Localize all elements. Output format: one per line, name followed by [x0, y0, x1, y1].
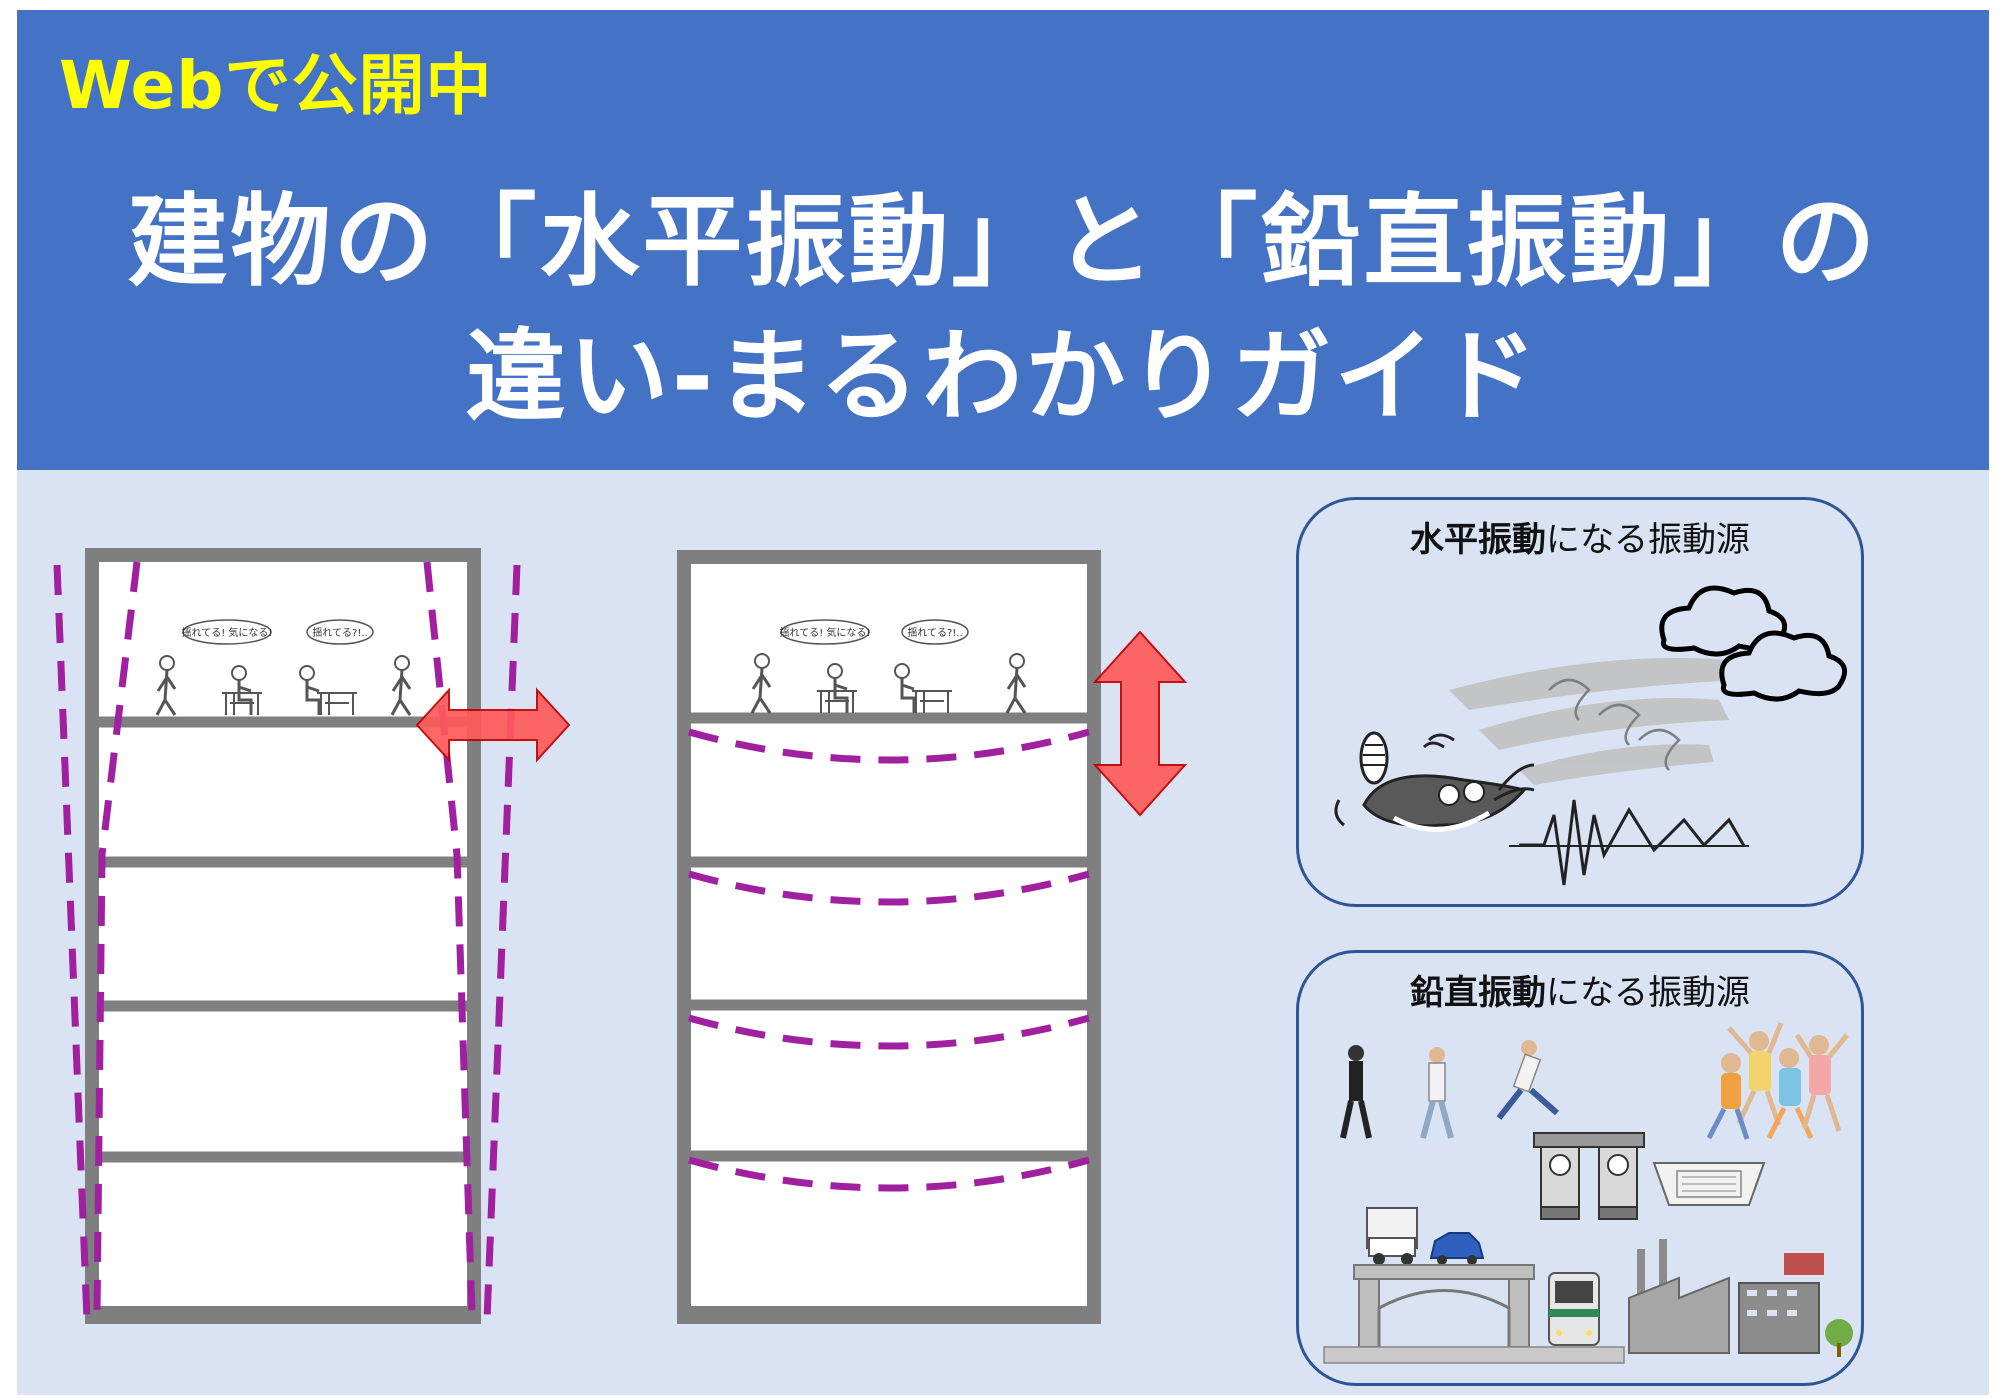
page-title-line-1: 建物の「水平振動」と「鉛直振動」の	[127, 183, 1879, 300]
speech-bubble-text-4: 揺れてる?!..	[907, 627, 962, 639]
vertical-sources-title: 鉛直振動になる振動源	[1299, 965, 1861, 1014]
wind-icon	[1449, 658, 1744, 785]
vertical-sources-title-bold: 鉛直振動	[1410, 973, 1546, 1013]
building-horizontal: 揺れてる! 気になる! 揺れてる?!..	[53, 548, 571, 1324]
horizontal-sources-box: 水平振動になる振動源	[1296, 497, 1864, 907]
machinery-icon	[1533, 1132, 1645, 1220]
vertical-arrow-icon	[1092, 630, 1188, 817]
horizontal-deformation-lines	[53, 561, 521, 1321]
horizontal-arrow-icon	[415, 687, 571, 763]
horizontal-sources-art	[1334, 585, 1848, 886]
header-banner: Webで公開中 建物の「水平振動」と「鉛直振動」の 違い-まるわかりガイド	[17, 10, 1989, 470]
wind-swirl-lines	[1548, 678, 1681, 771]
vertical-sources-art	[1323, 1022, 1853, 1364]
walking-people-icon	[1340, 1040, 1559, 1139]
car-icon	[1429, 1232, 1485, 1265]
building-vertical: 揺れてる! 気になる! 揺れてる?!..	[677, 550, 1188, 1324]
vertical-sources-box: 鉛直振動になる振動源	[1296, 950, 1864, 1386]
vertical-deformation-lines	[688, 728, 1090, 1192]
truck-icon	[1366, 1207, 1418, 1265]
speech-bubble-text-3: 揺れてる! 気になる!	[780, 626, 871, 639]
dancing-crowd-icon	[1706, 1022, 1849, 1140]
page-title-line-2: 違い-まるわかりガイド	[465, 318, 1541, 435]
train-icon	[1548, 1272, 1600, 1346]
diagram-panel: 揺れてる! 気になる! 揺れてる?!..	[17, 470, 1989, 1395]
seismic-wave-icon	[1509, 799, 1749, 886]
cloud-icon	[1659, 585, 1848, 702]
web-published-badge: Webで公開中	[59, 47, 493, 124]
office-scene	[155, 619, 412, 717]
horizontal-sources-title: 水平振動になる振動源	[1299, 512, 1861, 561]
horizontal-sources-title-bold: 水平振動	[1410, 520, 1546, 560]
bridge-icon	[1323, 1264, 1625, 1364]
office-scene-vertical	[750, 619, 1027, 715]
catfish-icon	[1334, 731, 1535, 832]
air-conditioner-icon	[1652, 1162, 1766, 1206]
speech-bubble-text-1: 揺れてる! 気になる!	[182, 626, 273, 639]
building-vibration-diagram: 揺れてる! 気になる! 揺れてる?!..	[53, 548, 1188, 1324]
vertical-sources-title-rest: になる振動源	[1546, 973, 1750, 1013]
speech-bubble-text-2: 揺れてる?!..	[312, 627, 367, 639]
horizontal-sources-title-rest: になる振動源	[1546, 520, 1750, 560]
factory-icon	[1628, 1239, 1853, 1357]
